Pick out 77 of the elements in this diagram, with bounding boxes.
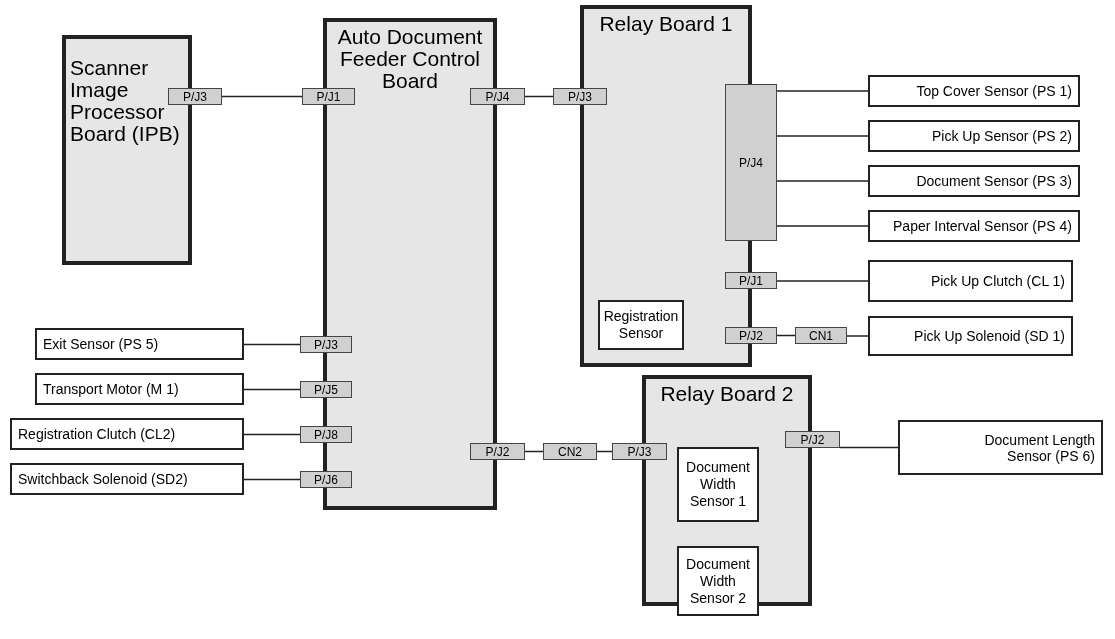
connector-label: P/J2 — [485, 444, 510, 459]
wire-line — [243, 388, 301, 391]
component-label: Paper Interval Sensor (PS 4) — [893, 218, 1072, 234]
connector-label: P/J3 — [627, 444, 652, 459]
component-label: Pick Up Sensor (PS 2) — [931, 128, 1072, 144]
connector-block — [300, 381, 352, 398]
component-label: Registration Clutch (CL2) — [18, 426, 176, 442]
connector-block — [300, 471, 352, 488]
wire-line — [221, 95, 303, 98]
component-box — [898, 420, 1103, 475]
connector-label: P/J1 — [739, 272, 763, 290]
wire-line — [846, 335, 869, 337]
component-box — [868, 120, 1080, 152]
connector-label: P/J1 — [316, 89, 341, 104]
connector-label: P/J2 — [739, 327, 763, 345]
connector-label: P/J3 — [568, 89, 592, 104]
board-label: Relay Board 1 — [599, 13, 733, 35]
wire-line — [776, 90, 869, 92]
wire-line — [776, 180, 869, 182]
component-box — [10, 418, 244, 450]
connector-label: P/J2 — [800, 432, 825, 447]
sensor-box — [598, 300, 684, 350]
sensor-label: Registration Sensor — [602, 308, 680, 342]
connector-label: P/J8 — [314, 427, 338, 442]
sensor-label: Document Width Sensor 1 — [685, 459, 751, 510]
sensor-label: Document Width Sensor 2 — [685, 555, 751, 607]
board-label: Auto Document Feeder Control Board — [336, 26, 484, 92]
component-box — [868, 210, 1080, 242]
connector-block — [470, 88, 525, 105]
sensor-box — [677, 546, 759, 616]
component-box — [35, 373, 244, 405]
connector-block — [725, 272, 777, 289]
connector-label: CN1 — [809, 328, 833, 343]
component-box — [868, 75, 1080, 107]
wire-line — [243, 343, 301, 346]
connector-label: P/J3 — [314, 337, 338, 352]
sensor-box — [677, 447, 759, 522]
wire-line — [776, 280, 869, 282]
wire-line — [243, 478, 301, 481]
connector-block — [300, 336, 352, 353]
component-label: Switchback Solenoid (SD2) — [18, 471, 188, 487]
connector-block — [725, 84, 777, 241]
connector-block — [470, 443, 525, 460]
connector-block — [785, 431, 840, 448]
wire-line — [243, 433, 301, 436]
connector-label: P/J6 — [314, 472, 338, 487]
wire-line — [776, 225, 869, 227]
board-label: Relay Board 2 — [660, 383, 794, 405]
component-label: Document Sensor (PS 3) — [916, 173, 1072, 189]
component-box — [868, 260, 1073, 302]
component-box — [10, 463, 244, 495]
connector-block — [168, 88, 222, 105]
board-label: Scanner Image Processor Board (IPB) — [70, 57, 181, 145]
connector-label: P/J4 — [485, 89, 510, 104]
component-box — [868, 165, 1080, 197]
connector-block — [553, 88, 607, 105]
connector-label: CN2 — [558, 444, 582, 459]
connector-block — [302, 88, 355, 105]
connector-block — [543, 443, 597, 460]
component-box — [35, 328, 244, 360]
connector-block — [300, 426, 352, 443]
component-box — [868, 316, 1073, 356]
component-label: Exit Sensor (PS 5) — [43, 336, 159, 352]
connector-label: P/J4 — [739, 155, 763, 170]
connector-block — [725, 327, 777, 344]
wire-line — [776, 135, 869, 137]
connector-block — [612, 443, 667, 460]
component-label: Top Cover Sensor (PS 1) — [916, 83, 1072, 99]
component-label: Transport Motor (M 1) — [43, 381, 179, 397]
connector-label: P/J3 — [183, 89, 207, 104]
wire-line — [524, 95, 554, 98]
component-label: Pick Up Solenoid (SD 1) — [914, 328, 1065, 344]
component-label: Document Length Sensor (PS 6) — [983, 431, 1095, 464]
component-label: Pick Up Clutch (CL 1) — [930, 273, 1065, 289]
connector-block — [795, 327, 847, 344]
wire-line — [839, 446, 899, 449]
connector-label: P/J5 — [314, 382, 338, 397]
